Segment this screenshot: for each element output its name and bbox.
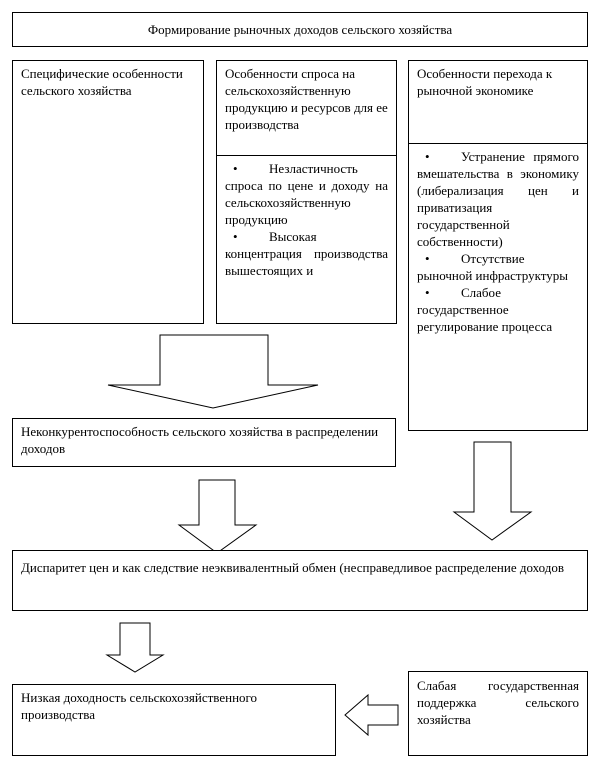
- agri-specifics-box: Специфические особенности сельского хозя…: [12, 60, 204, 324]
- down-arrow-icon: [452, 441, 533, 541]
- weak-support-box: Слабая государственная поддержка сельско…: [408, 671, 588, 756]
- bullet-icon: •: [233, 229, 238, 244]
- demand-specifics-text: Особенности спроса на сельскохозяйственн…: [225, 66, 388, 132]
- transition-list-box: •Устранение прямого вмешательства в экон…: [408, 143, 588, 431]
- down-arrow-icon: [105, 622, 165, 673]
- bullet-icon: •: [233, 161, 238, 176]
- disparity-box: Диспаритет цен и как следствие неэквивал…: [12, 550, 588, 611]
- noncompetitive-box: Неконкурентоспособность сельского хозяйс…: [12, 418, 396, 467]
- low-profit-box: Низкая доходность сельскохозяйственного …: [12, 684, 336, 756]
- list-item: •Незластичность спроса по цене и доходу …: [225, 161, 388, 227]
- left-arrow-icon: [344, 693, 399, 737]
- title-box: Формирование рыночных доходов сельского …: [12, 12, 588, 47]
- transition-specifics-text: Особенности перехода к рыночной экономик…: [417, 66, 553, 98]
- list-item: •Отсутствие рыночной инфраструктуры: [417, 251, 568, 283]
- bullet-icon: •: [425, 149, 430, 164]
- list-item: •Устранение прямого вмешательства в экон…: [417, 149, 579, 249]
- list-item: •Слабое государственное регулирование пр…: [417, 285, 553, 334]
- down-arrow-icon: [107, 334, 319, 409]
- list-item: •Высокая концентрация производства вышес…: [225, 229, 388, 278]
- agri-specifics-text: Специфические особенности сельского хозя…: [21, 66, 183, 98]
- title: Формирование рыночных доходов сельского …: [147, 22, 453, 37]
- bullet-icon: •: [425, 285, 430, 300]
- transition-specifics-box: Особенности перехода к рыночной экономик…: [408, 60, 588, 144]
- down-arrow-icon: [177, 479, 258, 554]
- bullet-icon: •: [425, 251, 430, 266]
- demand-list-box: •Незластичность спроса по цене и доходу …: [216, 155, 397, 324]
